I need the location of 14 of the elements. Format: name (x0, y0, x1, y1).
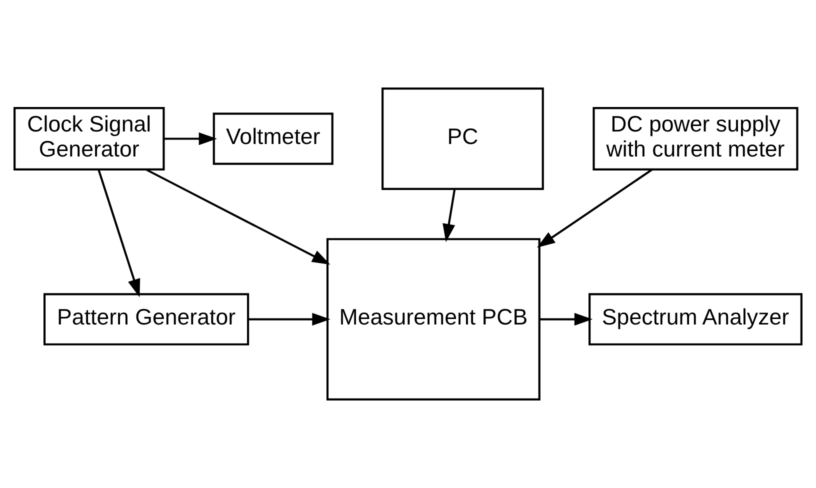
arrow (539, 312, 593, 326)
node-box: DC power supply with current meter (592, 107, 798, 170)
arrow (98, 169, 140, 298)
node-box: Voltmeter (212, 112, 334, 165)
node-box: Spectrum Analyzer (588, 293, 802, 346)
arrow (164, 132, 217, 146)
node-box: Clock Signal Generator (14, 107, 165, 170)
arrow (442, 189, 456, 242)
node-box: Pattern Generator (43, 293, 250, 346)
arrow (146, 168, 330, 265)
node-box: PC (382, 88, 544, 190)
arrow (536, 168, 653, 248)
node-box: Measurement PCB (326, 238, 540, 400)
arrow (248, 312, 330, 326)
